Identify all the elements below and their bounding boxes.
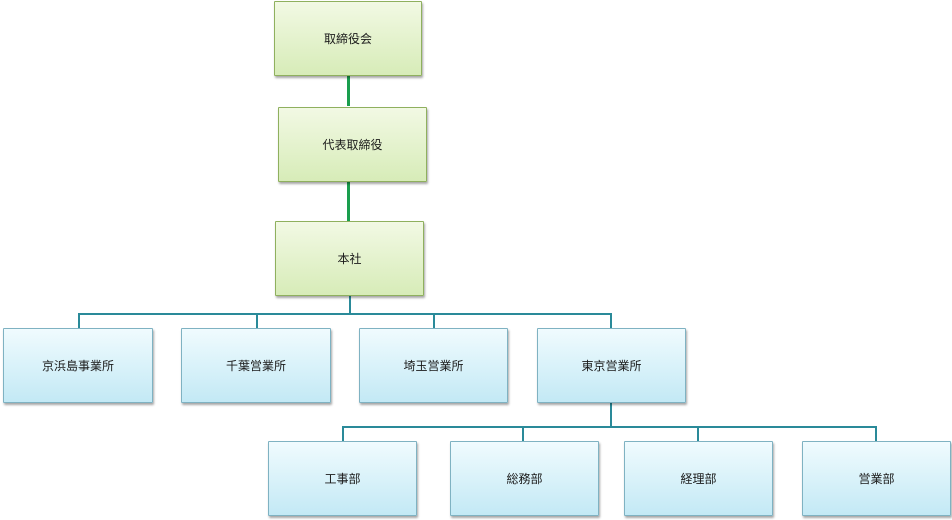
connector-board-to-representative — [347, 75, 350, 106]
connector-general-affairs-drop — [522, 426, 524, 441]
node-chiba-office-label: 千葉営業所 — [225, 359, 286, 373]
connector-accounting-drop — [697, 426, 699, 441]
node-accounting-dept-label: 経理部 — [680, 472, 717, 486]
node-saitama-office: 埼玉営業所 — [359, 328, 508, 403]
connector-tokyo-stem — [610, 403, 612, 427]
connector-departments-bus — [342, 426, 876, 428]
node-sales-dept-label: 営業部 — [858, 472, 895, 486]
node-construction-dept: 工事部 — [268, 441, 417, 516]
node-head-office: 本社 — [275, 221, 424, 296]
node-accounting-dept: 経理部 — [624, 441, 773, 516]
node-sales-dept: 営業部 — [802, 441, 951, 516]
node-chiba-office: 千葉営業所 — [181, 328, 331, 403]
node-keihinjima-office-label: 京浜島事業所 — [41, 359, 114, 373]
node-tokyo-office: 東京営業所 — [537, 328, 686, 403]
connector-tokyo-drop — [610, 313, 612, 328]
node-keihinjima-office: 京浜島事業所 — [3, 328, 153, 403]
connector-sales-drop — [875, 426, 877, 441]
node-representative-director-label: 代表取締役 — [322, 138, 383, 152]
node-construction-dept-label: 工事部 — [324, 472, 361, 486]
node-board-label: 取締役会 — [323, 32, 372, 46]
node-general-affairs-dept-label: 総務部 — [506, 472, 543, 486]
node-general-affairs-dept: 総務部 — [450, 441, 599, 516]
node-saitama-office-label: 埼玉営業所 — [403, 359, 464, 373]
connector-keihinjima-drop — [78, 313, 80, 328]
node-head-office-label: 本社 — [337, 252, 362, 266]
node-board: 取締役会 — [274, 1, 422, 76]
connector-offices-bus — [78, 313, 612, 315]
connector-head-office-stem — [349, 296, 351, 314]
connector-chiba-drop — [256, 313, 258, 328]
node-tokyo-office-label: 東京営業所 — [581, 359, 642, 373]
node-representative-director: 代表取締役 — [278, 107, 427, 182]
connector-representative-to-head-office — [347, 182, 350, 221]
connector-construction-drop — [342, 426, 344, 441]
connector-saitama-drop — [433, 313, 435, 328]
